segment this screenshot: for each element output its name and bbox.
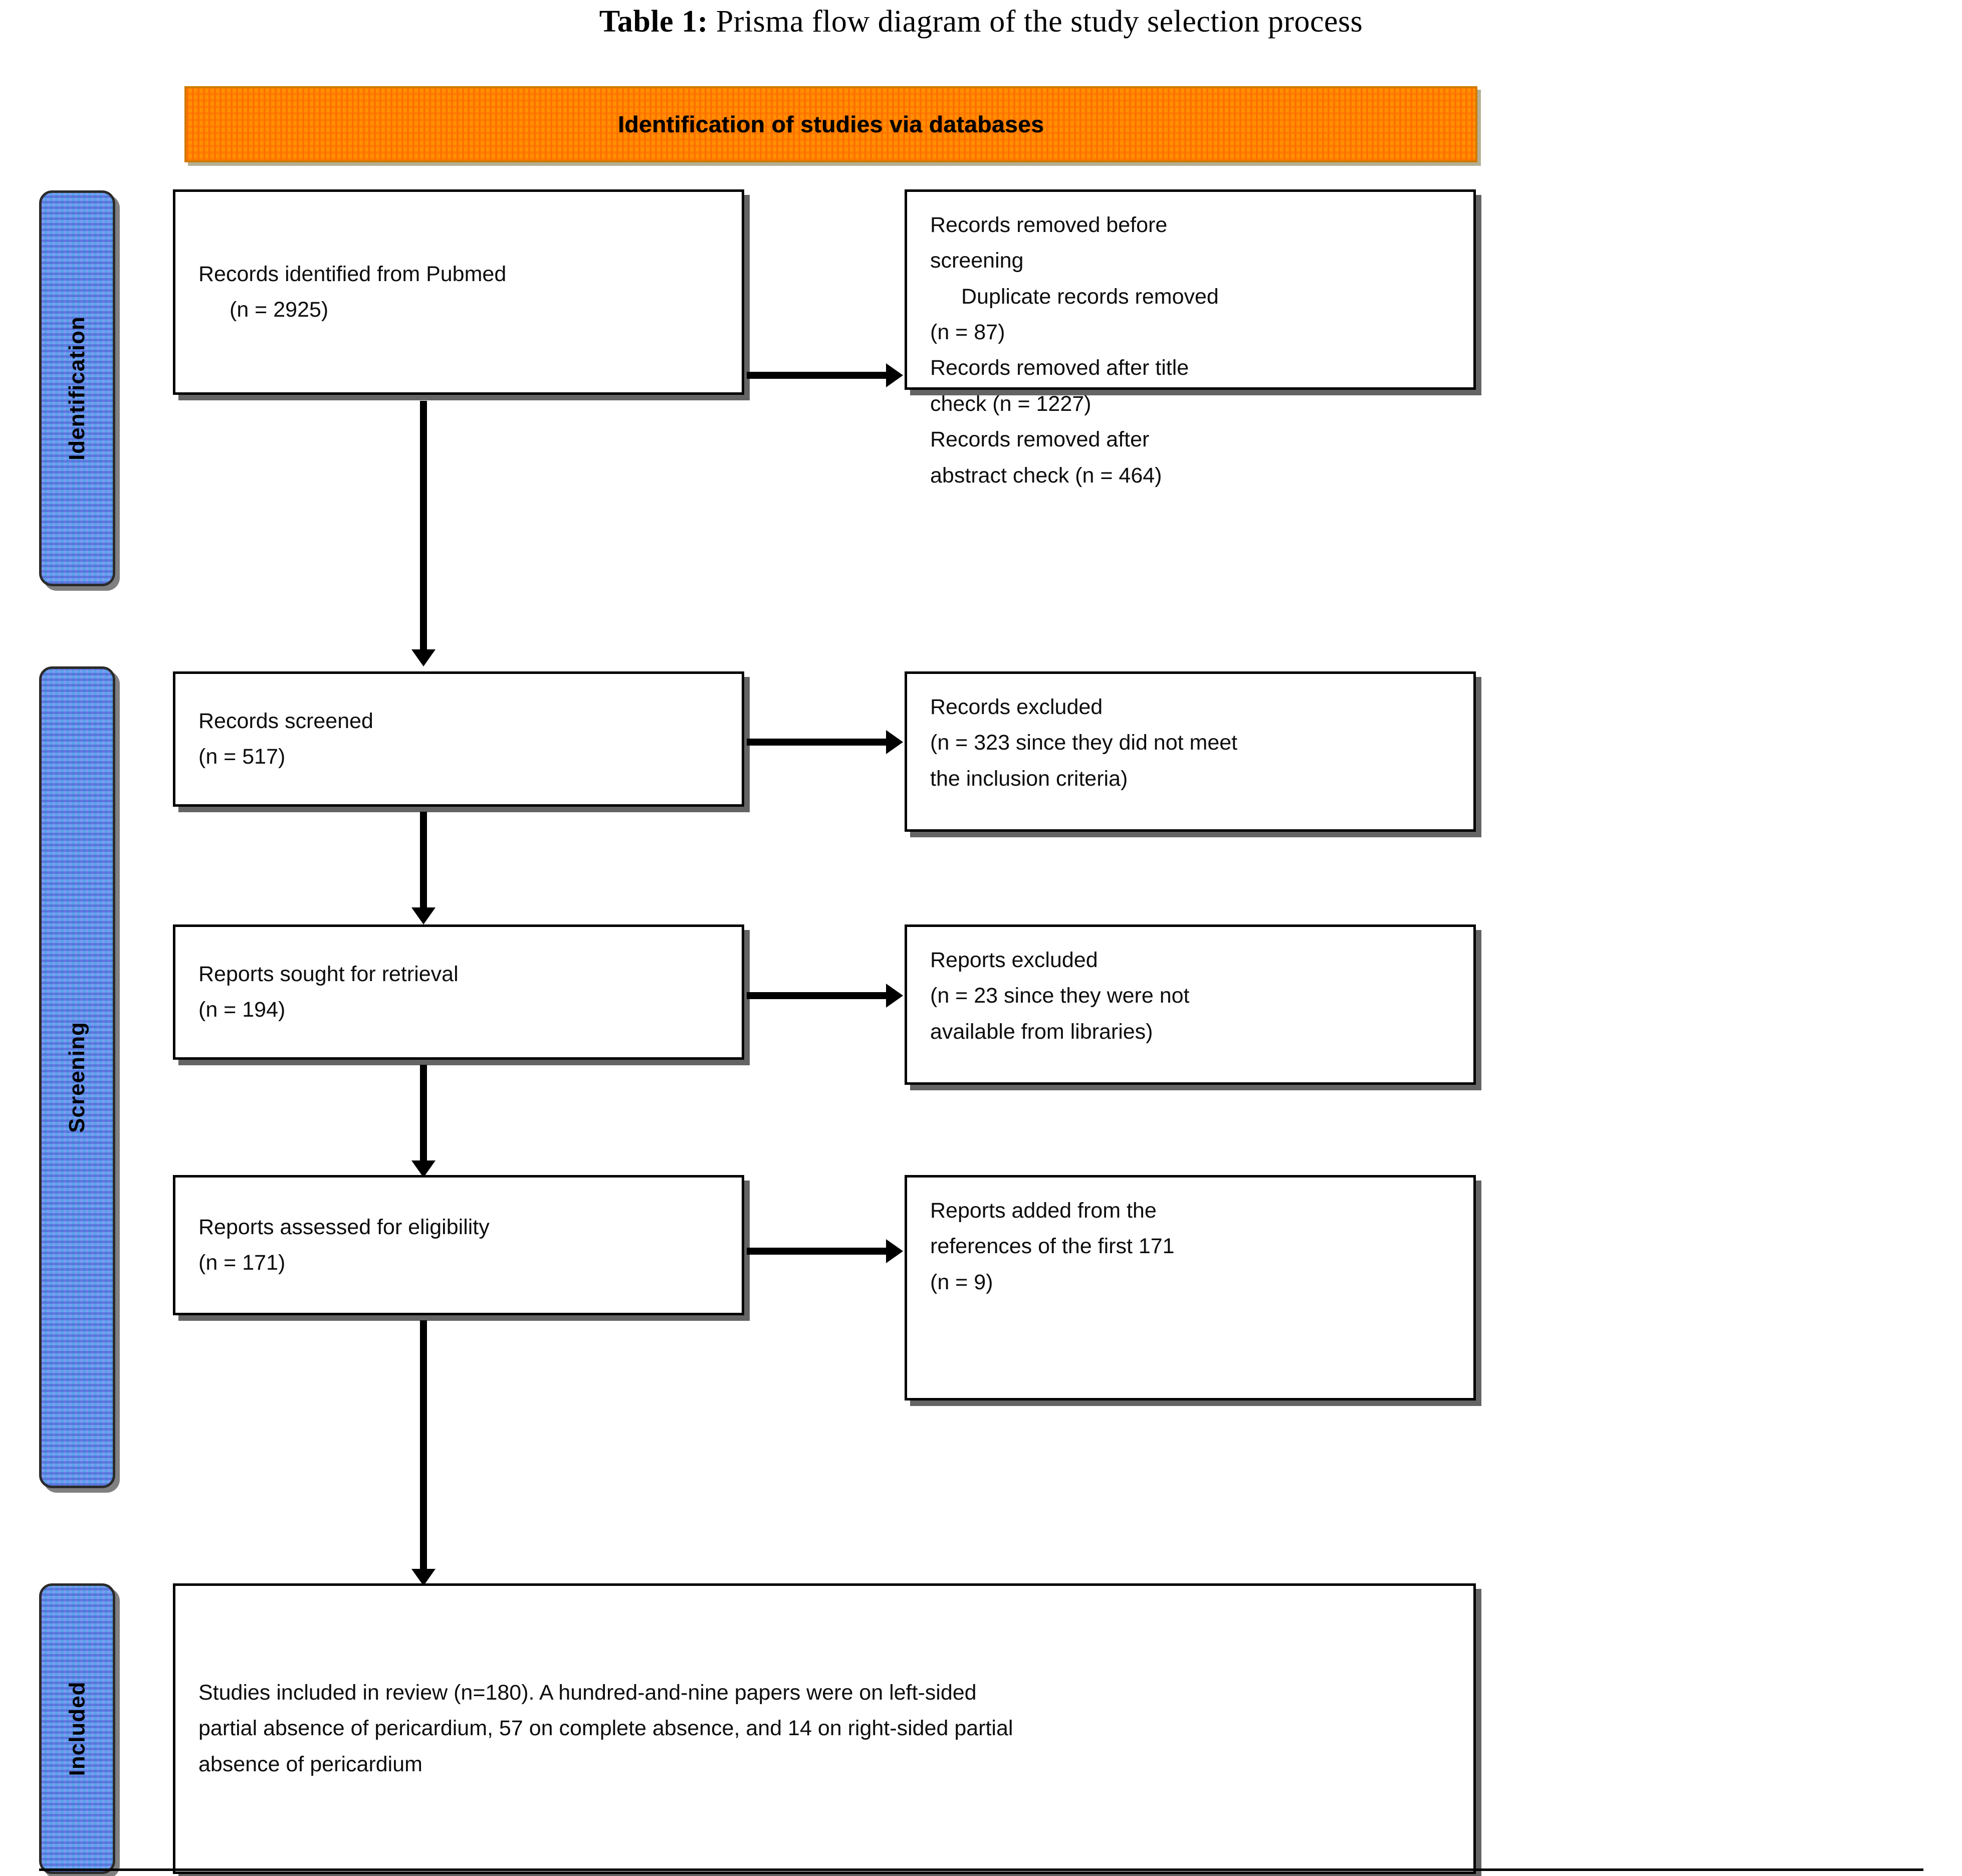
records-screened-count: (n = 517) bbox=[198, 745, 286, 769]
page-title-prefix: Table 1: bbox=[599, 5, 708, 39]
reports-excluded-line-1: Reports excluded bbox=[930, 948, 1098, 972]
reports-assessed-count: (n = 171) bbox=[198, 1251, 286, 1275]
reports-added-line-1: Reports added from the bbox=[930, 1199, 1157, 1223]
studies-included-line-1: Studies included in review (n=180). A hu… bbox=[198, 1680, 977, 1705]
stage-label-identification: Identification bbox=[65, 316, 89, 460]
box-studies-included-in-review: Studies included in review (n=180). A hu… bbox=[173, 1583, 1476, 1874]
records-identified-count: (n = 2925) bbox=[230, 298, 329, 322]
records-removed-line-2: screening bbox=[930, 249, 1024, 273]
reports-added-count: (n = 9) bbox=[930, 1270, 993, 1294]
stage-bar-identification: Identification bbox=[39, 190, 115, 586]
title-check-removed-count: check (n = 1227) bbox=[930, 391, 1092, 416]
bottom-divider bbox=[39, 1868, 1923, 1871]
reports-assessed-line-1: Reports assessed for eligibility bbox=[198, 1215, 490, 1239]
stage-bar-screening: Screening bbox=[39, 666, 115, 1488]
studies-included-line-3: absence of pericardium bbox=[198, 1752, 422, 1776]
stage-bar-included: Included bbox=[39, 1583, 115, 1874]
title-check-removed-label: Records removed after title bbox=[930, 356, 1189, 380]
box-reports-assessed-for-eligibility: Reports assessed for eligibility (n = 17… bbox=[173, 1175, 744, 1315]
box-records-removed-before-screening: Records removed before screening Duplica… bbox=[905, 189, 1476, 488]
abstract-check-removed-label: Records removed after bbox=[930, 427, 1150, 452]
box-records-identified: Records identified from Pubmed (n = 2925… bbox=[173, 189, 744, 395]
records-identified-line-1: Records identified from Pubmed bbox=[198, 262, 507, 286]
box-records-screened: Records screened (n = 517) bbox=[173, 671, 744, 807]
studies-included-line-2: partial absence of pericardium, 57 on co… bbox=[198, 1716, 1013, 1741]
reports-excluded-line-3: available from libraries) bbox=[930, 1019, 1153, 1044]
identification-header-label: Identification of studies via databases bbox=[617, 111, 1044, 137]
box-records-excluded: Records excluded (n = 323 since they did… bbox=[905, 671, 1476, 832]
reports-added-line-2: references of the first 171 bbox=[930, 1234, 1175, 1259]
identification-header-bar: Identification of studies via databases bbox=[184, 86, 1477, 162]
page-title-text: Prisma flow diagram of the study selecti… bbox=[708, 5, 1363, 39]
abstract-check-removed-count: abstract check (n = 464) bbox=[930, 463, 1162, 488]
records-excluded-line-2: (n = 323 since they did not meet bbox=[930, 731, 1238, 755]
box-reports-excluded: Reports excluded (n = 23 since they were… bbox=[905, 924, 1476, 1085]
records-removed-line-1: Records removed before bbox=[930, 213, 1168, 237]
records-excluded-line-1: Records excluded bbox=[930, 695, 1103, 719]
records-screened-line-1: Records screened bbox=[198, 709, 373, 733]
stage-label-screening: Screening bbox=[65, 1022, 89, 1133]
reports-excluded-line-2: (n = 23 since they were not bbox=[930, 984, 1190, 1008]
records-excluded-line-3: the inclusion criteria) bbox=[930, 766, 1128, 791]
stage-label-included: Included bbox=[65, 1681, 89, 1776]
box-reports-sought-for-retrieval: Reports sought for retrieval (n = 194) bbox=[173, 924, 744, 1060]
duplicate-records-removed-label: Duplicate records removed bbox=[961, 284, 1219, 309]
box-reports-added-from-references: Reports added from the references of the… bbox=[905, 1175, 1476, 1400]
reports-sought-count: (n = 194) bbox=[198, 998, 286, 1022]
reports-sought-line-1: Reports sought for retrieval bbox=[198, 962, 459, 986]
duplicate-records-removed-count: (n = 87) bbox=[930, 320, 1005, 345]
page-title: Table 1: Prisma flow diagram of the stud… bbox=[0, 4, 1962, 40]
